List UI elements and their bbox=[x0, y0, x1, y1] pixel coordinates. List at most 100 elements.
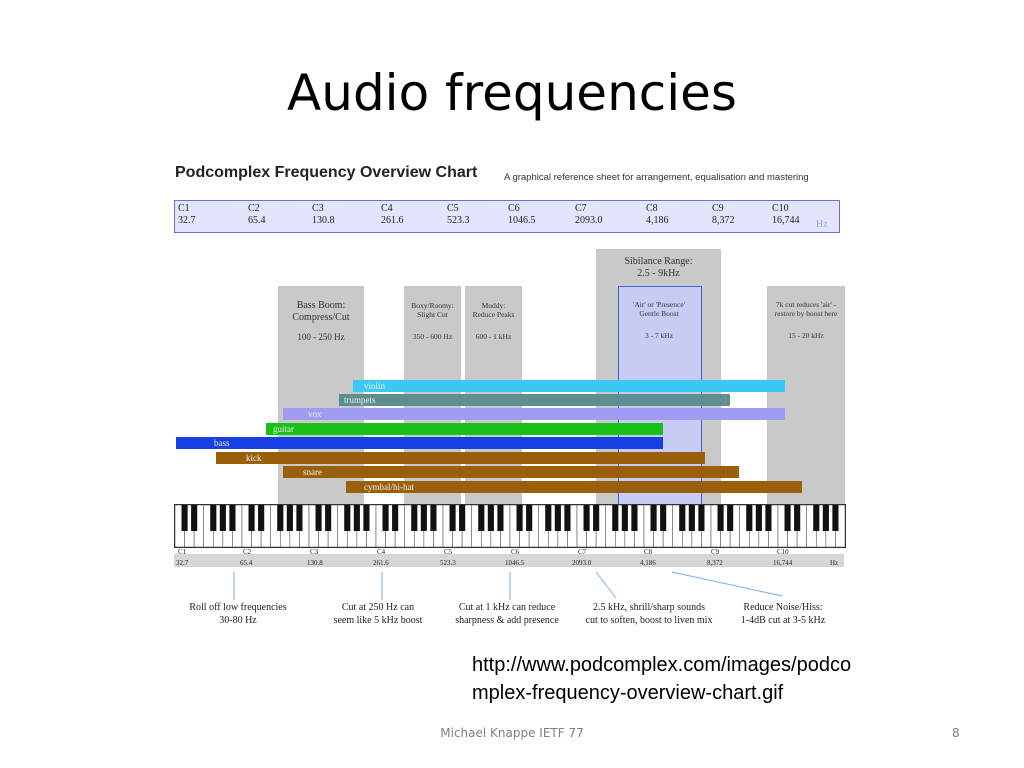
bottom-note-name: C5 bbox=[444, 548, 453, 556]
zone-presence-title: 'Air' or 'Presence' Gentle Boost bbox=[632, 300, 686, 318]
black-key bbox=[755, 505, 762, 531]
black-key bbox=[296, 505, 303, 531]
frequency-chart-image: Podcomplex Frequency Overview Chart A gr… bbox=[172, 162, 852, 632]
bottom-note-freq: 523.3 bbox=[440, 559, 456, 567]
black-key bbox=[631, 505, 638, 531]
black-key bbox=[459, 505, 466, 531]
black-key bbox=[554, 505, 561, 531]
bar-label-bass: bass bbox=[214, 438, 230, 448]
piano-keyboard bbox=[174, 504, 846, 548]
bar-label-vox: vox bbox=[308, 409, 322, 419]
slide-title: Audio frequencies bbox=[287, 64, 737, 122]
bottom-note-freq: 16,744 bbox=[773, 559, 793, 567]
arrow-line bbox=[671, 571, 783, 597]
bottom-note-freq: 8,372 bbox=[707, 559, 723, 567]
chart-subheading: A graphical reference sheet for arrangem… bbox=[504, 172, 809, 183]
black-key bbox=[411, 505, 418, 531]
black-key bbox=[698, 505, 705, 531]
source-url-line2[interactable]: mplex-frequency-overview-chart.gif bbox=[472, 682, 784, 704]
black-key bbox=[430, 505, 437, 531]
black-key bbox=[191, 505, 198, 531]
bar-violin bbox=[353, 380, 785, 392]
black-key bbox=[516, 505, 523, 531]
bottom-note-name: C10 bbox=[777, 548, 789, 556]
zone-air-range: 15 - 20 kHz bbox=[788, 331, 824, 340]
black-key bbox=[765, 505, 772, 531]
black-key bbox=[420, 505, 427, 531]
tip-roll-off: Roll off low frequencies 30-80 Hz bbox=[189, 602, 287, 626]
black-key bbox=[727, 505, 734, 531]
black-key bbox=[746, 505, 753, 531]
bottom-note-name: C7 bbox=[578, 548, 587, 556]
bottom-note-freq: 4,186 bbox=[640, 559, 656, 567]
black-key bbox=[487, 505, 494, 531]
bottom-note-name: C6 bbox=[511, 548, 520, 556]
slide-footer: Michael Knappe IETF 77 bbox=[440, 726, 584, 740]
bar-label-kick: kick bbox=[246, 453, 262, 463]
black-key bbox=[784, 505, 791, 531]
zone-bass-boom-range: 100 - 250 Hz bbox=[297, 332, 345, 342]
black-key bbox=[593, 505, 600, 531]
black-key bbox=[315, 505, 322, 531]
black-key bbox=[248, 505, 255, 531]
zone-presence-range: 3 - 7 kHz bbox=[644, 331, 674, 340]
bar-guitar bbox=[266, 423, 663, 435]
tip-cut-1k: Cut at 1 kHz can reduce sharpness & add … bbox=[455, 602, 559, 626]
bottom-note-freq: 1046.5 bbox=[505, 559, 525, 567]
black-key bbox=[794, 505, 801, 531]
source-url[interactable]: http://www.podcomplex.com/images/podco m… bbox=[472, 651, 851, 707]
zone-boxy-range: 350 - 600 Hz bbox=[412, 332, 453, 341]
black-key bbox=[717, 505, 724, 531]
source-url-line1[interactable]: http://www.podcomplex.com/images/podco bbox=[472, 654, 852, 676]
black-key bbox=[344, 505, 351, 531]
tip-noise: Reduce Noise/Hiss: 1-4dB cut at 3-5 kHz bbox=[740, 602, 826, 626]
zone-sibilance-title: Sibilance Range: 2.5 - 9kHz bbox=[624, 256, 693, 279]
black-key bbox=[353, 505, 360, 531]
bar-vox bbox=[283, 408, 785, 420]
black-key bbox=[813, 505, 820, 531]
black-key bbox=[621, 505, 628, 531]
black-key bbox=[258, 505, 265, 531]
black-key bbox=[832, 505, 839, 531]
bottom-note-name: C3 bbox=[310, 548, 319, 556]
bar-label-trumpets: trumpets bbox=[344, 395, 376, 405]
bar-cymbal-hihat bbox=[346, 481, 802, 493]
zone-muddy-title: Muddy: Reduce Peaks bbox=[472, 301, 515, 319]
black-key bbox=[229, 505, 236, 531]
bar-label-guitar: guitar bbox=[273, 424, 294, 434]
tip-sibilance: 2.5 kHz, shrill/sharp sounds cut to soft… bbox=[585, 602, 713, 626]
tip-arrows bbox=[233, 571, 783, 600]
bottom-note-freq: 261.6 bbox=[373, 559, 389, 567]
black-key bbox=[277, 505, 284, 531]
zone-muddy-range: 600 - 1 kHz bbox=[475, 332, 512, 341]
bottom-note-name: C9 bbox=[711, 548, 720, 556]
arrow-line bbox=[595, 571, 617, 599]
black-key bbox=[210, 505, 217, 531]
black-key bbox=[363, 505, 370, 531]
tip-cut-250: Cut at 250 Hz can seem like 5 kHz boost bbox=[333, 602, 423, 626]
black-key bbox=[688, 505, 695, 531]
black-key bbox=[449, 505, 456, 531]
black-key bbox=[392, 505, 399, 531]
black-key bbox=[660, 505, 667, 531]
bar-trumpets bbox=[339, 394, 730, 406]
bottom-note-name: C8 bbox=[644, 548, 653, 556]
black-key bbox=[526, 505, 533, 531]
zone-bass-boom-title: Bass Boom: Compress/Cut bbox=[292, 300, 350, 323]
black-key bbox=[497, 505, 504, 531]
zone-air bbox=[767, 286, 845, 504]
black-key bbox=[564, 505, 571, 531]
bottom-note-freq: 2093.0 bbox=[572, 559, 592, 567]
black-key bbox=[822, 505, 829, 531]
black-key bbox=[181, 505, 188, 531]
bottom-note-freq: 130.8 bbox=[307, 559, 323, 567]
bottom-hz-label: Hz bbox=[830, 559, 839, 567]
black-key bbox=[650, 505, 657, 531]
